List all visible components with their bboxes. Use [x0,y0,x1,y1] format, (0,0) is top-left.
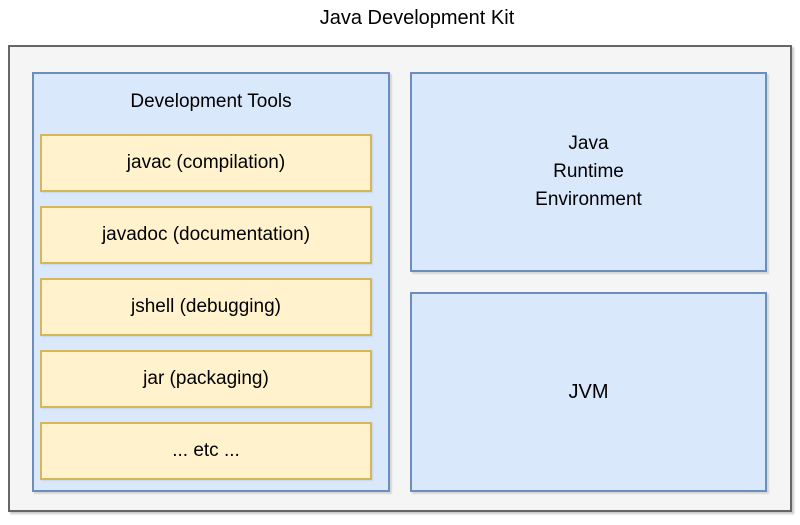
jvm-box: JVM [410,292,767,492]
jvm-label: JVM [568,380,609,403]
development-tools-box: Development Tools javac (compilation) ja… [32,72,390,492]
tool-box-etc: ... etc ... [40,422,372,480]
jre-box: Java Runtime Environment [410,72,767,272]
jdk-container-box: Development Tools javac (compilation) ja… [8,45,792,512]
development-tools-label: Development Tools [130,91,292,112]
tool-box-jshell: jshell (debugging) [40,278,372,336]
diagram-title: Java Development Kit [319,7,515,29]
jre-label: Java Runtime Environment [535,133,642,210]
tool-box-javadoc: javadoc (documentation) [40,206,372,264]
tool-box-jar: jar (packaging) [40,350,372,408]
tool-box-javac: javac (compilation) [40,134,372,192]
